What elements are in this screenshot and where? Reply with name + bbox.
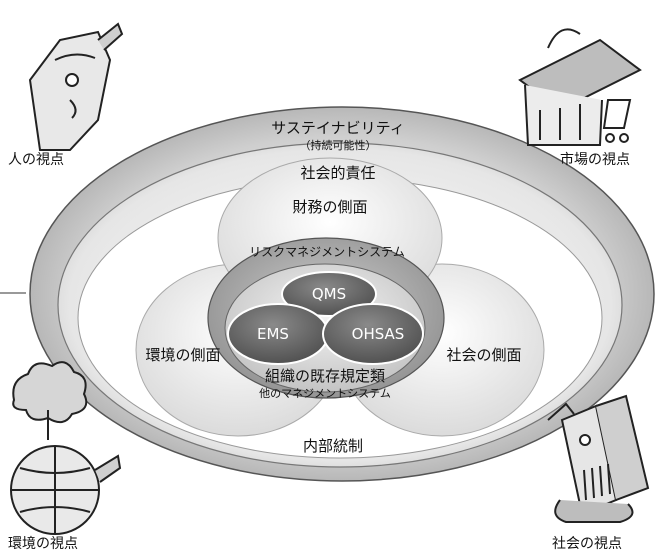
ohsas-oval xyxy=(322,303,424,365)
qms-label: QMS xyxy=(312,285,346,303)
sustainability-label: サステイナビリティ xyxy=(271,119,405,137)
risk-management-label: リスクマネジメントシステム xyxy=(249,245,405,259)
human-viewpoint-label: 人の視点 xyxy=(8,152,64,168)
org-rules-label: 組織の既存規定類 xyxy=(265,367,385,385)
financial-aspect-label: 財務の側面 xyxy=(292,198,367,216)
environment-viewpoint-label: 環境の視点 xyxy=(8,536,78,552)
market-shop-icon xyxy=(518,28,642,146)
other-systems-label: 他のマネジメントシステム xyxy=(259,387,391,400)
environment-globe-icon xyxy=(10,361,122,535)
social-aspect-label: 社会の側面 xyxy=(446,346,521,364)
environmental-aspect-label: 環境の側面 xyxy=(145,346,220,364)
market-viewpoint-label: 市場の視点 xyxy=(560,151,630,168)
human-figure-icon xyxy=(28,22,124,151)
ems-label: EMS xyxy=(257,325,289,343)
society-document-icon xyxy=(547,394,650,523)
social-responsibility-label: 社会的責任 xyxy=(300,164,375,182)
qms-oval xyxy=(281,271,377,317)
ohsas-label: OHSAS xyxy=(352,325,405,343)
sustainability-sub-label: （持続可能性） xyxy=(300,138,377,152)
society-viewpoint-label: 社会の視点 xyxy=(552,536,622,552)
internal-control-label: 内部統制 xyxy=(303,437,363,455)
